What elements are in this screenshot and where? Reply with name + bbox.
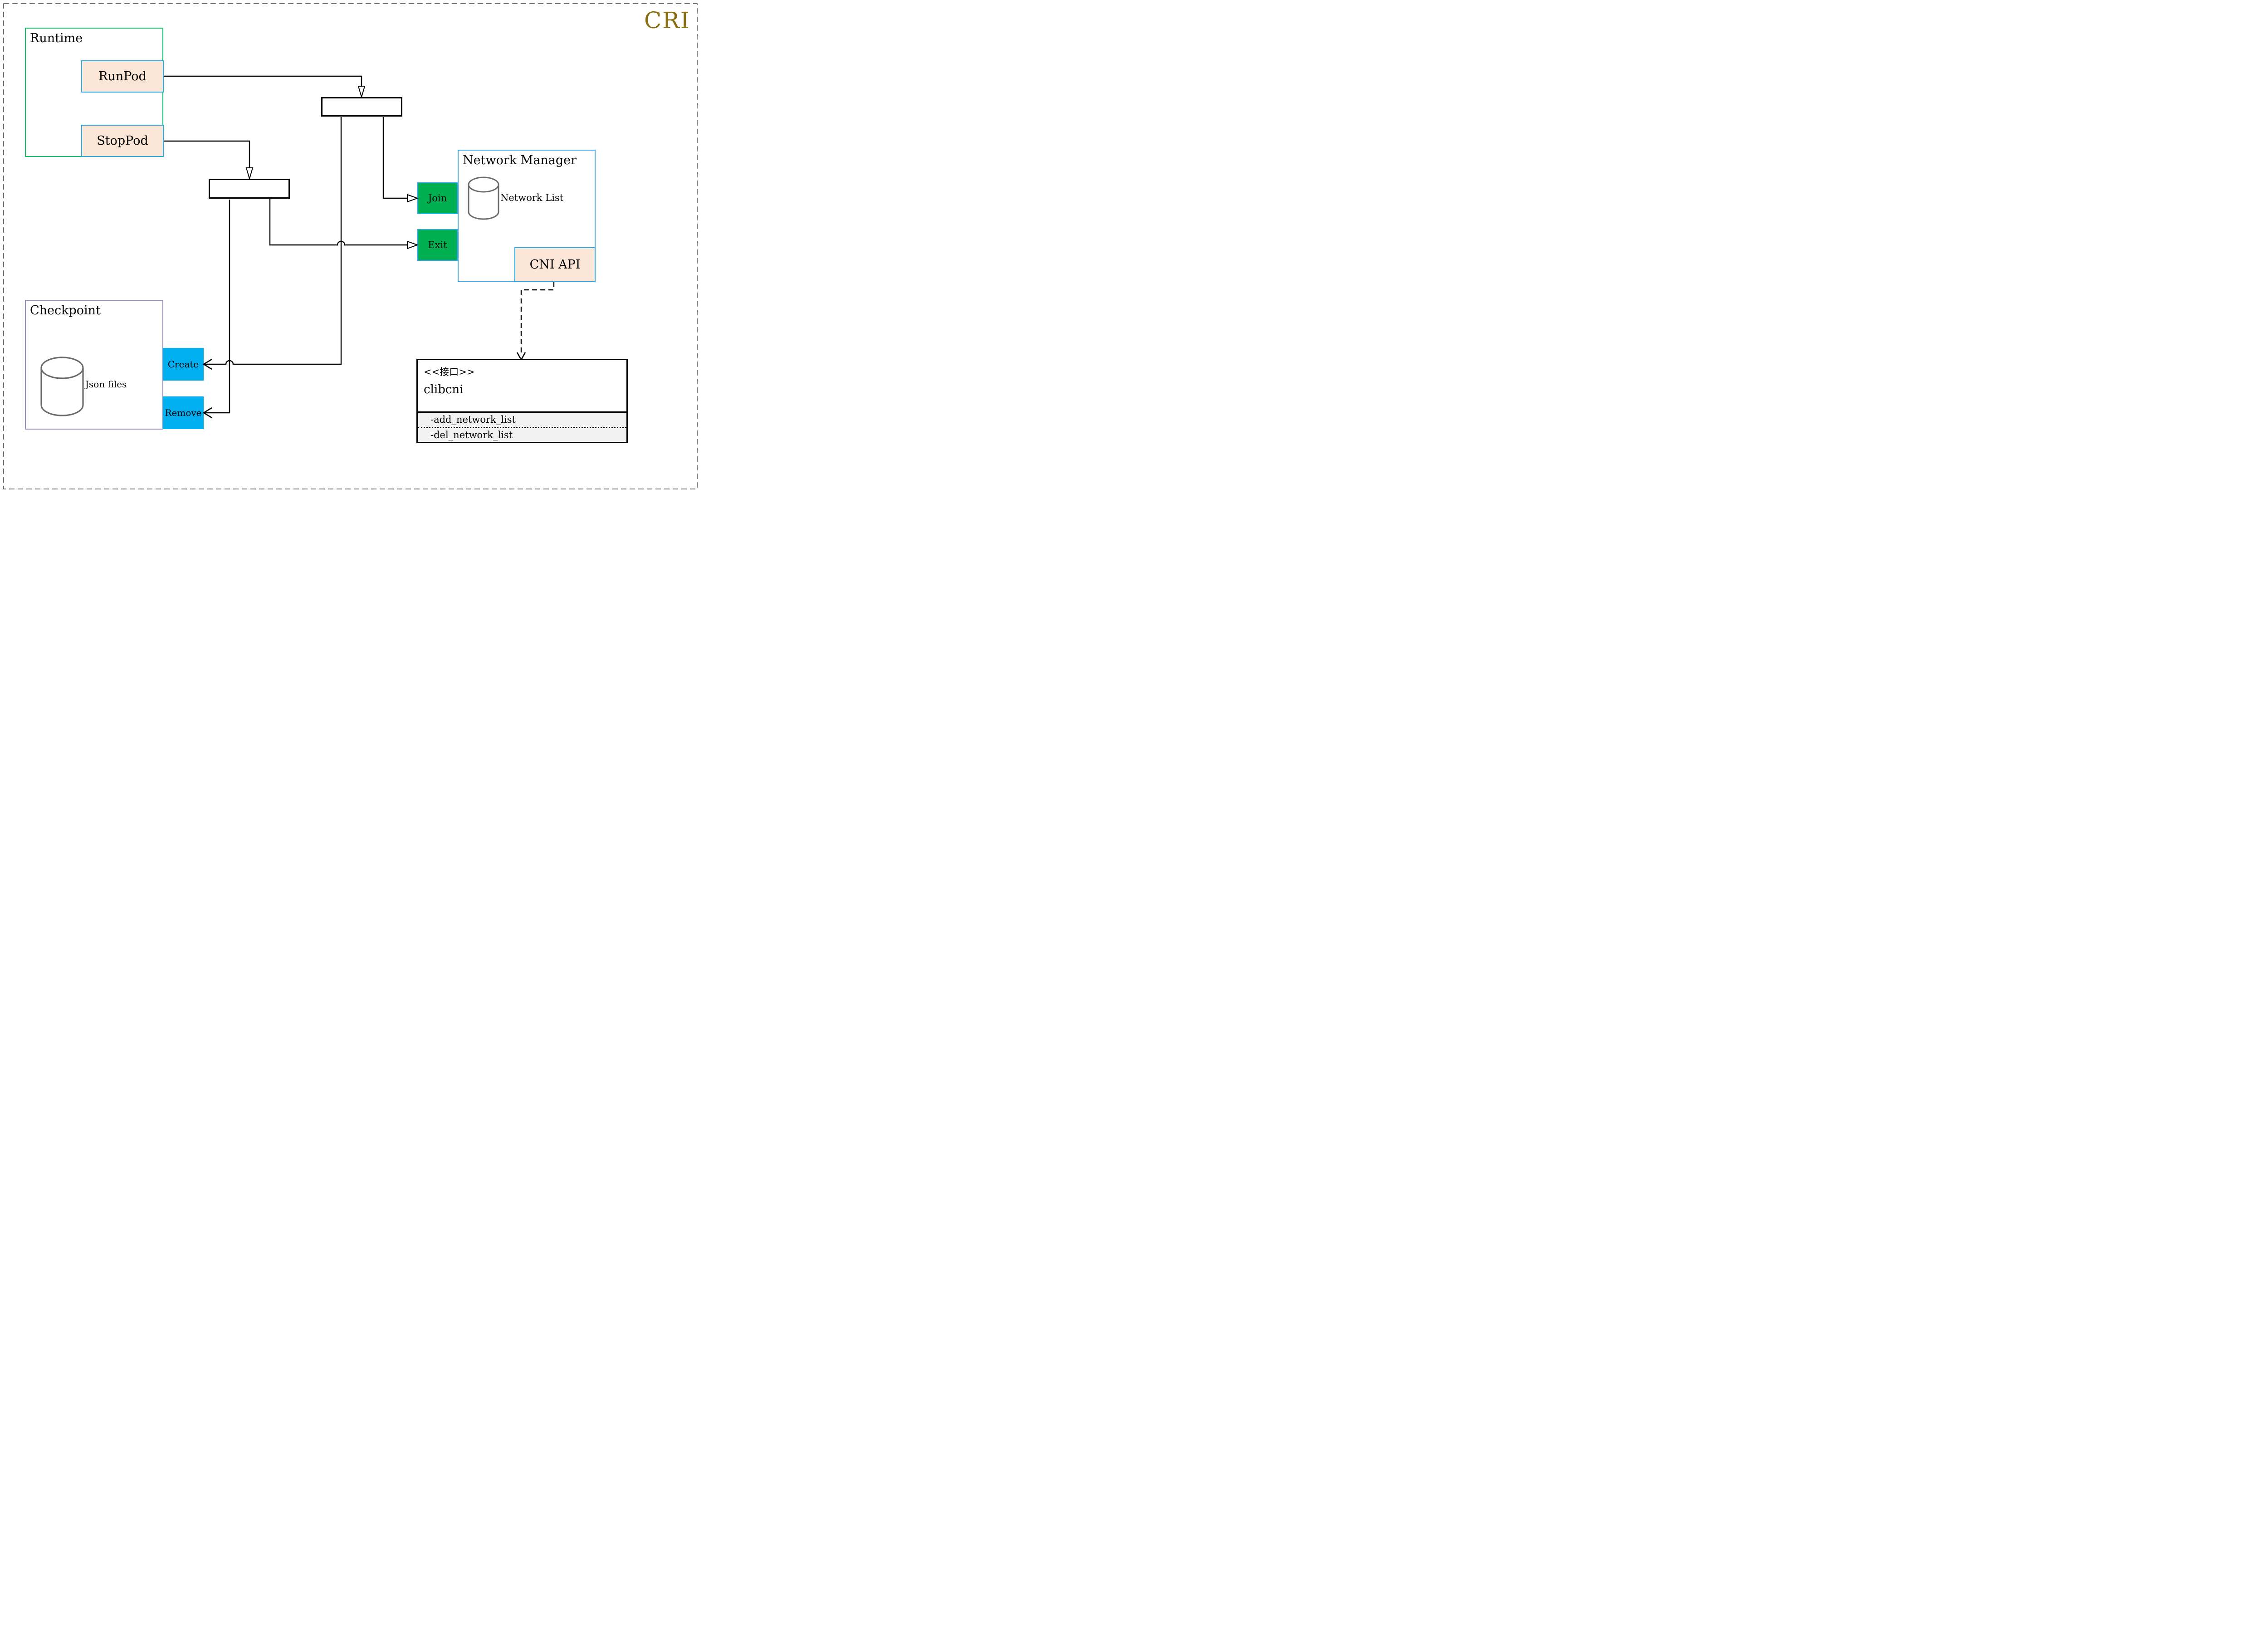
process-box-middle (209, 179, 290, 199)
arrowhead-runpod (357, 86, 366, 99)
remove-node: Remove (163, 396, 204, 429)
connector-runpod-to-process (164, 75, 362, 86)
remove-label: Remove (165, 407, 202, 418)
json-files-label: Json files (85, 379, 127, 390)
cni-api-label: CNI API (529, 258, 581, 272)
stoppod-node: StopPod (81, 125, 164, 157)
clibcni-stereotype: <<接口>> (424, 367, 475, 377)
exit-label: Exit (428, 239, 447, 250)
runpod-label: RunPod (98, 69, 147, 83)
checkpoint-title: Checkpoint (30, 303, 101, 318)
connector-cni-to-clibcni (520, 282, 555, 353)
cri-diagram: CRI Runtime RunPod StopPod Network Manag… (0, 0, 701, 493)
arrowhead-create (202, 358, 212, 370)
connector-process-to-join (382, 117, 407, 199)
exit-node: Exit (417, 229, 458, 261)
arrowhead-stoppod (245, 167, 254, 181)
network-list-label: Network List (500, 192, 564, 203)
clibcni-attributes: -add_network_list -del_network_list (418, 411, 626, 442)
connector-process-to-remove (204, 200, 230, 414)
create-node: Create (163, 348, 204, 381)
runtime-title: Runtime (30, 31, 83, 45)
process-box-top (321, 97, 402, 117)
join-node: Join (417, 182, 458, 214)
arrowhead-exit (407, 240, 419, 249)
arrowhead-join (407, 194, 419, 203)
stoppod-label: StopPod (97, 134, 148, 148)
cni-api-node: CNI API (514, 247, 596, 282)
join-label: Join (428, 193, 447, 204)
clibcni-method-del: -del_network_list (418, 426, 626, 442)
cri-title: CRI (644, 7, 690, 34)
clibcni-name: clibcni (424, 383, 464, 396)
clibcni-interface-box: <<接口>> clibcni -add_network_list -del_ne… (416, 359, 628, 443)
runpod-node: RunPod (81, 60, 164, 93)
connector-process-to-create (204, 117, 342, 365)
arrowhead-remove (202, 407, 212, 419)
connector-stoppod-to-process (164, 140, 250, 168)
network-manager-title: Network Manager (463, 153, 577, 167)
connector-process-to-exit (269, 199, 407, 246)
clibcni-method-add: -add_network_list (430, 414, 516, 425)
create-label: Create (167, 359, 199, 370)
clibcni-header: <<接口>> clibcni (418, 360, 626, 411)
checkpoint-box: Checkpoint (25, 300, 163, 430)
